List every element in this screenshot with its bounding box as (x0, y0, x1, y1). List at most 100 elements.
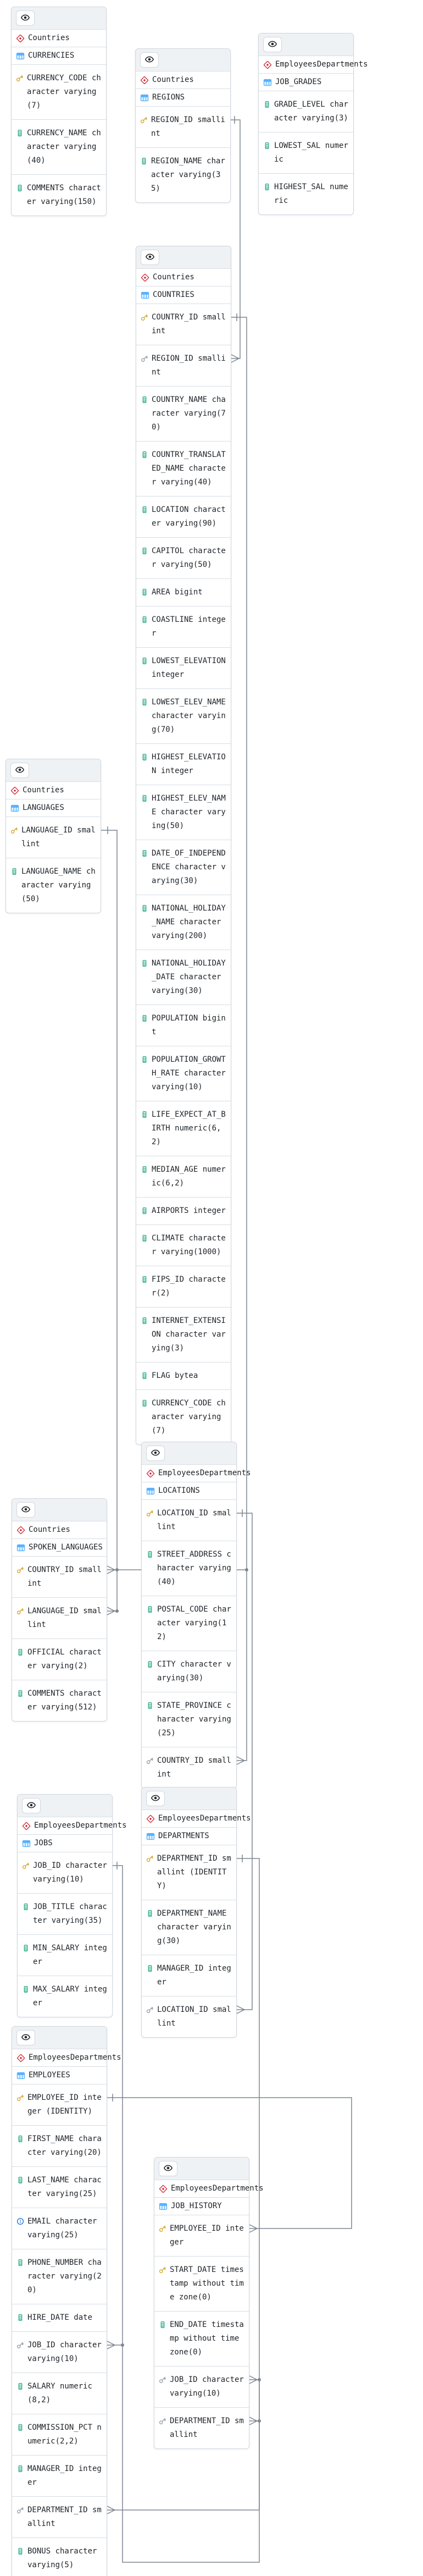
visibility-toggle-button[interactable] (146, 1791, 165, 1806)
column-icon (140, 157, 148, 165)
field-text: LOWEST_SAL numeric (274, 141, 348, 164)
field-text: REGION_NAME character varying(35) (151, 157, 225, 193)
column-icon (141, 396, 148, 404)
field-row: REGION_NAME character varying(35) (136, 147, 230, 202)
field-row: MAX_SALARY integer (18, 1976, 112, 2017)
field-row: INTERNET_EXTENSION character varying(3) (136, 1307, 231, 1362)
table-name-row: COUNTRIES (136, 286, 231, 304)
svg-text:1: 1 (19, 2219, 21, 2224)
field-row: REGION_ID smallint (136, 106, 230, 147)
column-icon (141, 547, 148, 555)
table-icon (16, 52, 25, 60)
primary-key-icon (146, 1509, 154, 1517)
schema-name: EmployeesDepartments (158, 1469, 251, 1477)
field-text: NATIONAL_HOLIDAY_NAME character varying(… (152, 904, 226, 940)
table-name: JOB_HISTORY (171, 2202, 222, 2210)
field-row: POSTAL_CODE character varying(12) (142, 1596, 236, 1651)
field-text: DEPARTMENT_ID smallint (170, 2417, 244, 2439)
table-name-row: DEPARTMENTS (142, 1827, 236, 1845)
field-text: LOCATION_ID smallint (157, 2005, 231, 2028)
field-text: HIGHEST_ELEVATION integer (152, 753, 226, 775)
field-text: STREET_ADDRESS character varying(40) (157, 1550, 231, 1586)
eye-icon (151, 1448, 160, 1459)
primary-key-icon (159, 2225, 166, 2232)
schema-icon (141, 273, 149, 282)
table-icon (16, 2071, 25, 2080)
visibility-toggle-button[interactable] (16, 1502, 35, 1518)
column-icon (141, 795, 148, 802)
field-text: MANAGER_ID integer (27, 2464, 102, 2487)
column-icon (141, 753, 148, 761)
field-row: DEPARTMENT_ID smallint (154, 2407, 249, 2448)
column-icon (146, 1606, 154, 1613)
table-name: CURRENCIES (28, 51, 75, 60)
field-text: LAST_NAME character varying(25) (27, 2176, 102, 2198)
column-icon (16, 1690, 24, 1697)
field-row: LAST_NAME character varying(25) (12, 2166, 107, 2208)
primary-key-icon (140, 116, 148, 124)
field-text: COUNTRY_ID smallint (157, 1756, 231, 1779)
visibility-toggle-button[interactable] (16, 2030, 35, 2045)
relationship-line (101, 826, 119, 1615)
schema-row: EmployeesDepartments (18, 1817, 127, 1834)
field-text: MANAGER_ID integer (157, 1964, 231, 1987)
schema-row: Countries (12, 1521, 107, 1538)
table-icon (146, 1487, 155, 1496)
field-text: START_DATE timestamp without time zone(0… (170, 2265, 244, 2302)
field-row: COUNTRY_ID smallint (12, 1556, 107, 1597)
field-row: DEPARTMENT_ID smallint (12, 2496, 107, 2538)
foreign-key-icon (141, 355, 148, 362)
column-icon (141, 451, 148, 459)
field-row: COUNTRY_NAME character varying(70) (136, 386, 231, 441)
field-row: COMMENTS character varying(512) (12, 1680, 107, 1721)
field-row: NATIONAL_HOLIDAY_NAME character varying(… (136, 895, 231, 950)
primary-key-icon (141, 313, 148, 321)
schema-icon (22, 1822, 31, 1830)
table-icon (16, 1543, 25, 1552)
schema-icon (146, 1814, 155, 1823)
field-text: COASTLINE integer (152, 615, 226, 638)
relationship-line (107, 2094, 352, 2233)
field-text: OFFICIAL character varying(2) (27, 1648, 102, 1670)
field-text: MAX_SALARY integer (33, 1985, 107, 2007)
unique-icon: 1 (16, 2218, 24, 2225)
visibility-toggle-button[interactable] (141, 250, 159, 265)
field-text: LANGUAGE_NAME character varying(50) (21, 867, 96, 903)
field-row: JOB_ID character varying(10) (12, 2331, 107, 2373)
column-icon (141, 1234, 148, 1242)
visibility-toggle-button[interactable] (159, 2161, 177, 2176)
column-icon (16, 2465, 24, 2473)
schema-icon (16, 2054, 25, 2062)
schema-row: Countries (12, 29, 106, 47)
field-text: CITY character varying(30) (157, 1660, 231, 1683)
visibility-toggle-button[interactable] (16, 10, 35, 26)
column-icon (16, 129, 24, 137)
primary-key-icon (16, 74, 24, 82)
field-row: COMMENTS character varying(150) (12, 174, 106, 216)
schema-name: EmployeesDepartments (275, 60, 368, 69)
primary-key-icon (10, 826, 18, 834)
relationship-line (107, 1855, 261, 2514)
column-icon (141, 1317, 148, 1325)
field-text: COUNTRY_ID smallint (152, 313, 226, 335)
field-text: HIGHEST_ELEV_NAME character varying(50) (152, 794, 226, 830)
visibility-toggle-button[interactable] (140, 52, 159, 68)
field-row: LOWEST_SAL numeric (259, 132, 353, 173)
visibility-toggle-button[interactable] (10, 763, 29, 778)
column-icon (22, 1985, 30, 1993)
table-name-row: JOBS (18, 1834, 112, 1852)
visibility-toggle-button[interactable] (146, 1446, 165, 1461)
column-icon (16, 2135, 24, 2143)
visibility-toggle-button[interactable] (263, 37, 282, 52)
schema-row: EmployeesDepartments (142, 1464, 251, 1482)
field-row: STREET_ADDRESS character varying(40) (142, 1541, 236, 1596)
card-header (12, 7, 106, 29)
visibility-toggle-button[interactable] (22, 1798, 41, 1813)
field-row: EMPLOYEE_ID integer (IDENTITY) (12, 2084, 107, 2125)
field-text: NATIONAL_HOLIDAY_DATE character varying(… (152, 959, 226, 995)
field-row: MANAGER_ID integer (142, 1955, 236, 1996)
